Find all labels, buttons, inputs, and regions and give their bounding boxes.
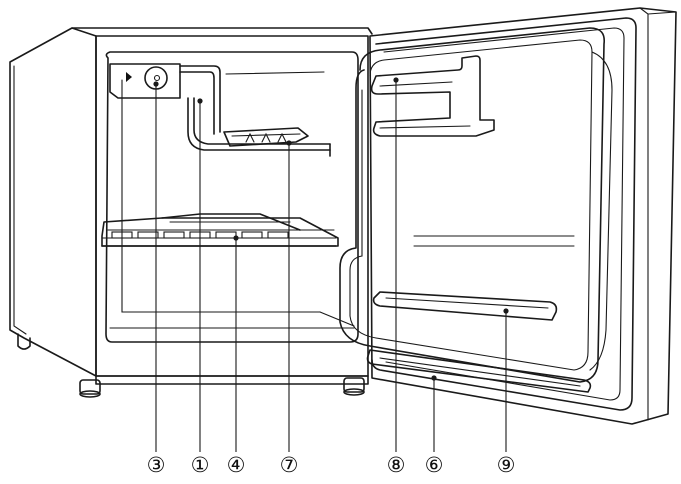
thermostat xyxy=(109,63,181,99)
lower-door-bin xyxy=(372,291,558,321)
shelf xyxy=(101,213,339,247)
door xyxy=(339,7,677,425)
drip-tray xyxy=(223,127,309,147)
callout-shelf: ④ xyxy=(227,453,246,477)
callout-evaporator: ① xyxy=(191,453,210,477)
callout-labels: ③ ① ④ ⑦ ⑧ ⑥ ⑨ xyxy=(147,453,516,477)
door-gasket xyxy=(366,349,592,393)
feet xyxy=(17,333,365,398)
callout-drip-tray: ⑦ xyxy=(280,453,299,477)
upper-door-bin xyxy=(370,55,495,137)
evaporator xyxy=(179,65,331,157)
callout-lines xyxy=(153,77,509,452)
callout-upper-door-bin: ⑧ xyxy=(387,453,406,477)
callout-thermostat: ③ xyxy=(147,453,166,477)
cabinet xyxy=(9,27,373,385)
callout-door-gasket: ⑥ xyxy=(425,453,444,477)
callout-lower-door-bin: ⑨ xyxy=(497,453,516,477)
